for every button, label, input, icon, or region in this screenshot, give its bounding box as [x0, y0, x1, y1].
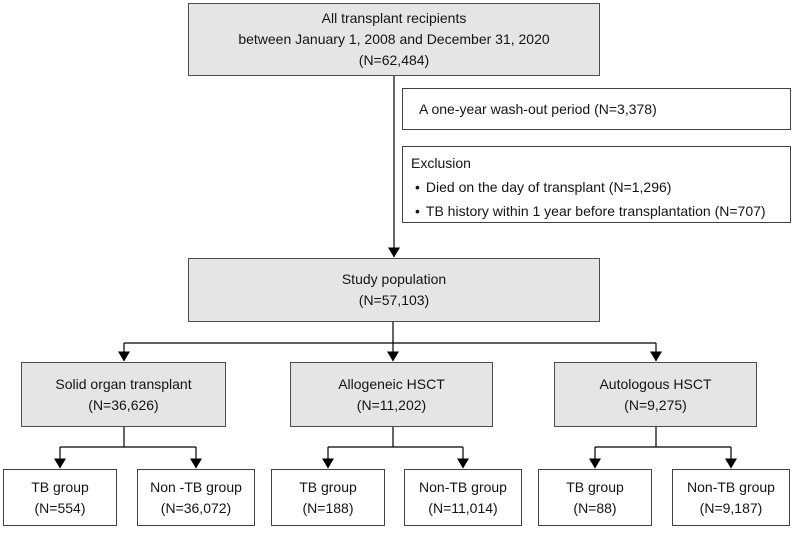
node-sot-tb-group: TB group (N=554)	[3, 469, 117, 526]
node-text-line: (N=9,187)	[699, 499, 763, 516]
exclusion-item-text: TB history within 1 year before transpla…	[425, 203, 766, 219]
node-text-line: TB group	[299, 478, 357, 495]
node-allo-non-tb-group: Non-TB group (N=11,014)	[404, 469, 522, 526]
node-text-line: Non-TB group	[419, 478, 507, 495]
node-text-line: TB group	[31, 478, 89, 495]
node-all-transplant-recipients: All transplant recipients between Januar…	[188, 3, 600, 76]
node-study-population: Study population (N=57,103)	[188, 258, 600, 322]
exclusion-item: • TB history within 1 year before transp…	[411, 199, 766, 223]
node-text-line: (N=554)	[34, 499, 86, 516]
exclusion-item: • Died on the day of transplant (N=1,296…	[411, 175, 671, 199]
node-text-line: Non-TB group	[687, 478, 775, 495]
node-text-line: A one-year wash-out period (N=3,378)	[419, 100, 657, 117]
exclusion-title: Exclusion	[411, 155, 471, 171]
node-text-line: Non -TB group	[150, 478, 242, 495]
node-text-line: (N=11,014)	[428, 499, 498, 516]
node-text-line: (N=188)	[302, 499, 354, 516]
exclusion-item-text: Died on the day of transplant (N=1,296)	[425, 179, 672, 195]
node-autologous-hsct: Autologous HSCT (N=9,275)	[554, 362, 757, 427]
node-text-line: (N=11,202)	[356, 396, 427, 413]
node-text-line: (N=62,484)	[358, 52, 430, 68]
node-text-line: Solid organ transplant	[55, 375, 192, 392]
node-text-line: between January 1, 2008 and December 31,…	[238, 31, 550, 47]
node-allogeneic-hsct: Allogeneic HSCT (N=11,202)	[290, 362, 493, 427]
node-sot-non-tb-group: Non -TB group (N=36,072)	[137, 469, 255, 526]
node-auto-non-tb-group: Non-TB group (N=9,187)	[672, 469, 790, 526]
node-washout-period: A one-year wash-out period (N=3,378)	[402, 88, 791, 130]
node-text-line: All transplant recipients	[321, 10, 467, 26]
node-exclusion: Exclusion • Died on the day of transplan…	[402, 146, 791, 223]
node-text-line: Study population	[341, 271, 447, 287]
node-text-line: (N=36,072)	[160, 499, 232, 516]
node-allo-tb-group: TB group (N=188)	[271, 469, 385, 526]
node-solid-organ-transplant: Solid organ transplant (N=36,626)	[21, 362, 226, 427]
node-text-line: (N=57,103)	[358, 292, 430, 308]
node-text-line: (N=9,275)	[624, 396, 687, 413]
node-text-line: TB group	[566, 478, 624, 495]
node-auto-tb-group: TB group (N=88)	[538, 469, 652, 526]
node-text-line: Allogeneic HSCT	[338, 375, 445, 392]
bullet-icon: •	[415, 179, 420, 195]
bullet-icon: •	[415, 203, 420, 219]
node-text-line: (N=36,626)	[88, 396, 159, 413]
node-text-line: (N=88)	[573, 499, 617, 516]
node-text-line: Autologous HSCT	[599, 375, 712, 392]
